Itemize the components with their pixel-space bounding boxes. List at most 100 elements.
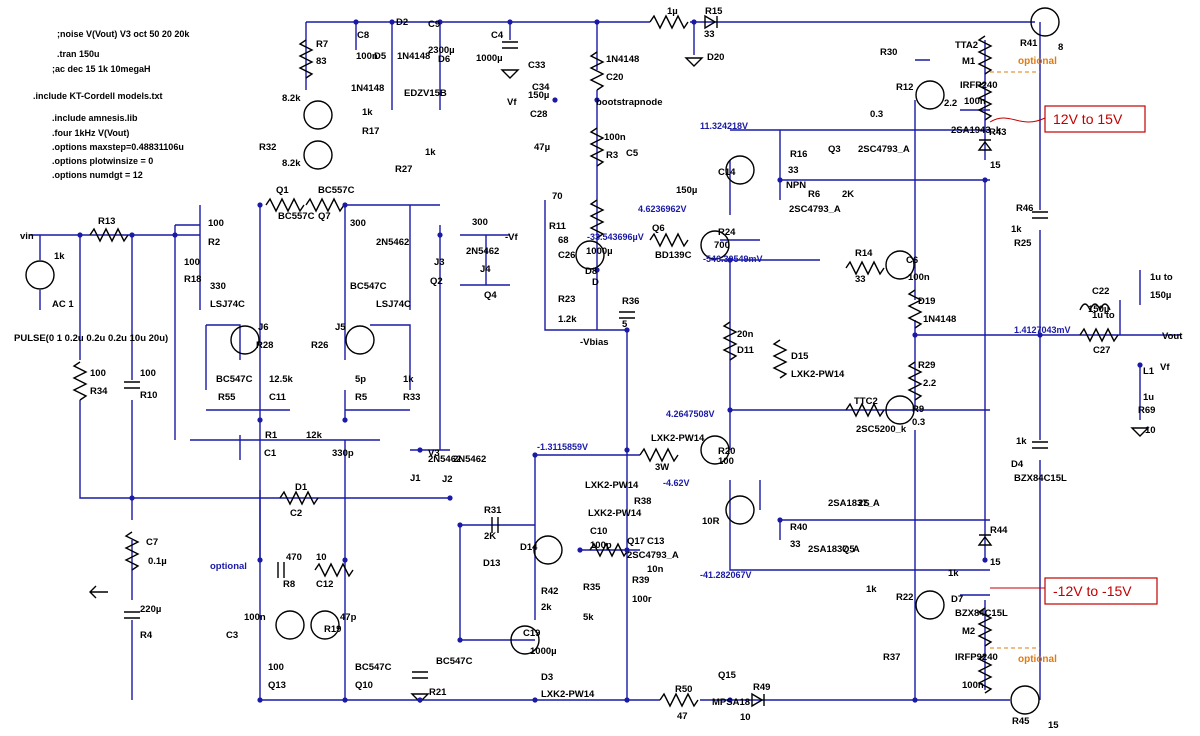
resistor-r35 — [589, 542, 629, 558]
component-label: 100n — [604, 132, 626, 143]
resistor-r2 — [305, 197, 345, 213]
component-label: 44 — [0, 0, 11, 3]
component-label: Q3 — [828, 144, 841, 155]
component-label: R35 — [583, 582, 601, 593]
junction-dot — [727, 407, 733, 413]
resistor-r1 — [72, 361, 88, 401]
component-label: 1k — [866, 584, 877, 595]
component-label: R20 — [718, 446, 735, 457]
component-label: V3 — [428, 448, 440, 459]
component-label: R8 — [283, 579, 295, 590]
component-label: 1.2k — [558, 314, 577, 325]
net-label-vf: Vf — [507, 97, 517, 108]
component-label: C1 — [264, 448, 277, 459]
component-label: M1 — [962, 56, 976, 67]
component-label: D3 — [541, 672, 553, 683]
component-label: 33 — [788, 165, 799, 176]
junction-dot — [417, 447, 423, 453]
component-label: 47p — [340, 612, 357, 623]
component-label: V7 — [0, 0, 12, 3]
resistor-r40 — [639, 447, 679, 463]
source-v7 — [1030, 7, 1060, 37]
node-voltage-label: 1.4127043mV — [1014, 325, 1071, 335]
component-label: 2S — [858, 498, 870, 509]
component-label: 100 — [184, 257, 200, 268]
component-label: LXK2-PW14 — [541, 689, 595, 700]
component-label: D8 — [585, 266, 597, 277]
junction-dot — [342, 557, 348, 563]
resistor-r15 — [649, 14, 689, 30]
component-label: Q7 — [318, 211, 331, 222]
junction-dot — [417, 697, 423, 703]
junction-dot — [624, 447, 630, 453]
junction-dot — [594, 97, 600, 103]
component-label: 44 — [0, 0, 11, 3]
component-label: R49 — [753, 682, 770, 693]
resistor-r46 — [977, 607, 993, 647]
component-label: BC547C — [350, 281, 387, 292]
component-label: R26 — [311, 340, 328, 351]
component-label: 100 — [718, 456, 734, 467]
component-label: C26 — [558, 250, 575, 261]
transistor-q5 — [725, 495, 755, 525]
component-label: IRFP9240 — [955, 652, 998, 663]
junction-dot — [1137, 362, 1143, 368]
component-label: 15 — [990, 557, 1001, 568]
capacitor-c4 — [502, 41, 518, 49]
component-label: BC547C — [436, 656, 473, 667]
component-label: R15 — [705, 6, 723, 17]
component-label: 83 — [316, 56, 327, 67]
component-label: R11 — [549, 221, 567, 232]
junction-dot — [257, 557, 263, 563]
component-label: C34 — [532, 82, 550, 93]
source-v3 — [25, 260, 55, 290]
component-label: C10 — [590, 526, 607, 537]
source-pulse-label: PULSE(0 1 0.2u 0.2u 0.2u 10u 20u) — [14, 333, 168, 344]
node-voltage-label: -4.62V — [663, 478, 690, 488]
component-label: 2K — [484, 531, 496, 542]
component-label: 33 — [855, 274, 866, 285]
source-v8 — [1010, 685, 1040, 715]
component-label: 100r — [632, 594, 652, 605]
component-label: R50 — [675, 684, 692, 695]
component-label: EDZV15B — [404, 88, 447, 99]
component-label: R21 — [429, 687, 447, 698]
component-label: C6 — [906, 255, 918, 266]
transistor-q6 — [575, 240, 605, 270]
component-label: R43 — [989, 127, 1006, 138]
resistor-r18 — [89, 227, 129, 243]
component-label: BC547C — [216, 374, 253, 385]
component-label: 100p — [590, 540, 612, 551]
spice-directive: .tran 150u — [57, 49, 100, 59]
component-label: 1u — [1143, 392, 1154, 403]
component-label: R29 — [918, 360, 935, 371]
diode-d20 — [704, 14, 718, 30]
junction-dot — [912, 332, 918, 338]
component-label: Q5 — [842, 544, 855, 555]
component-label: C2 — [290, 508, 302, 519]
resistor-r22 — [977, 35, 993, 75]
component-label: 10 — [1145, 425, 1156, 436]
component-label: R46 — [1016, 203, 1033, 214]
component-label: R19 — [324, 624, 341, 635]
component-label: J4 — [480, 264, 491, 275]
junction-dots — [77, 19, 1143, 703]
component-label: V8 — [0, 0, 12, 3]
component-label: C7 — [146, 537, 158, 548]
optional-dash-line — [990, 71, 1040, 649]
component-label: BC557C — [318, 185, 355, 196]
component-label: C9 — [428, 19, 440, 30]
component-label: R45 — [1012, 716, 1030, 727]
component-label: 2300µ — [428, 45, 455, 56]
component-label: J5 — [335, 322, 346, 333]
component-label: R44 — [990, 525, 1008, 536]
component-label: C33 — [528, 60, 545, 71]
component-label: 5p — [355, 374, 366, 385]
component-label: R41 — [1020, 38, 1038, 49]
node-voltage-label: -1.3115859V — [537, 442, 588, 452]
component-label: C12 — [316, 579, 333, 590]
junction-dot — [532, 697, 538, 703]
component-label: MPSA18 — [712, 697, 750, 708]
junction-dot — [777, 517, 783, 523]
junction-dot — [982, 557, 988, 563]
